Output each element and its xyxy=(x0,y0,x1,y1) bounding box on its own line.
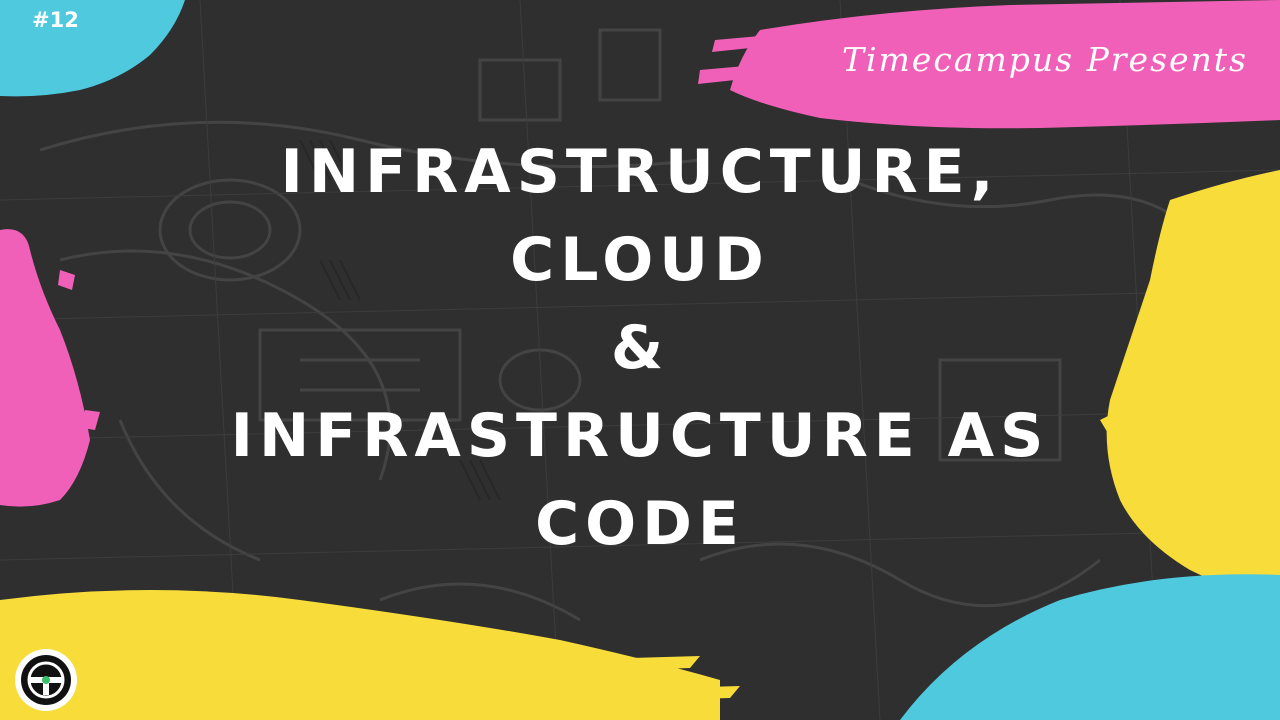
slide-title: INFRASTRUCTURE, CLOUD & INFRASTRUCTURE A… xyxy=(160,128,1120,568)
episode-number: #12 xyxy=(32,8,79,32)
title-line-3: & xyxy=(610,313,670,383)
title-line-2: CLOUD xyxy=(510,225,770,295)
title-line-4: INFRASTRUCTURE AS xyxy=(230,401,1050,471)
timecampus-logo-icon xyxy=(15,649,77,711)
title-line-5: CODE xyxy=(535,489,745,559)
presenter-label: Timecampus Presents xyxy=(841,40,1248,79)
title-line-1: INFRASTRUCTURE, xyxy=(280,137,1000,207)
